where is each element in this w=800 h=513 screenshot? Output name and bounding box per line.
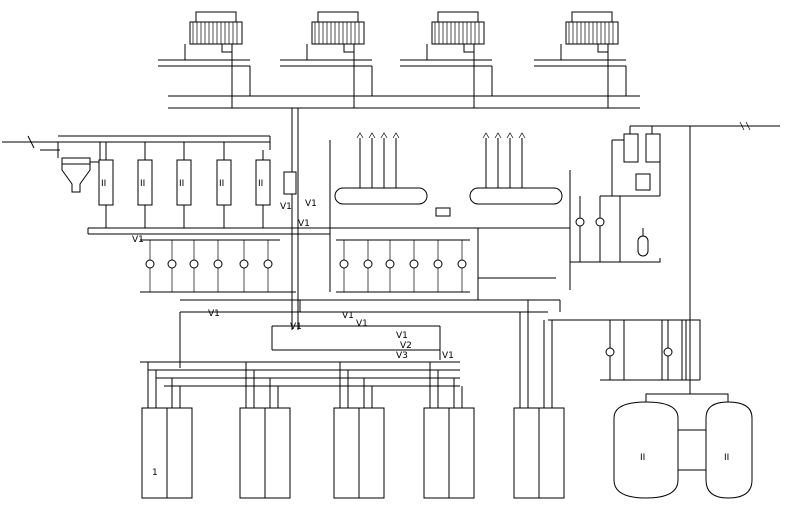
filter-inlet-header (58, 135, 271, 150)
tank-number: 1 (152, 468, 158, 478)
intercooler-group (600, 121, 780, 290)
valve-label-v1: V1 (396, 331, 408, 341)
valve-label-v2: V2 (400, 341, 412, 351)
filter-unit: II (98, 142, 114, 228)
separator-label: II (640, 453, 645, 463)
filter-unit: II (137, 142, 153, 228)
receiver-right (469, 132, 563, 205)
condenser-row (158, 11, 627, 96)
storage-tank-pair (333, 362, 385, 499)
hot-gas-riser (291, 108, 299, 330)
filter-label: II (258, 179, 263, 189)
receiver-bypass (477, 228, 556, 300)
filter-unit: II (216, 142, 232, 228)
condenser-unit (280, 11, 373, 96)
filter-label: II (140, 179, 145, 189)
condenser-unit (158, 11, 251, 96)
oil-separator-vessel: II (705, 401, 753, 499)
storage-tank-bank: 1 (141, 300, 565, 499)
pump-group-right-top (570, 196, 661, 263)
valve-label-v1: V1 (442, 351, 454, 361)
pump-group-right (600, 319, 700, 381)
vessel-piping (548, 290, 729, 471)
valve-label-v1: V1 (356, 319, 368, 329)
filter-bank: II II II II II (98, 142, 271, 228)
filter-unit: II (176, 142, 192, 228)
valve-label-v1: V1 (132, 235, 144, 245)
valve-label-v1: V1 (208, 309, 220, 319)
inlet-line (2, 135, 60, 158)
storage-tank-pair (513, 300, 565, 499)
filter-label: II (101, 179, 106, 189)
valve-label-v1: V1 (342, 311, 354, 321)
storage-tank-pair: 1 (141, 362, 193, 499)
storage-tank-pair (239, 362, 291, 499)
valve-label-v1: V1 (305, 199, 317, 209)
separator-label: II (724, 453, 729, 463)
oil-separator-small (283, 171, 297, 195)
pump-group-left: V1 (132, 235, 296, 293)
pressure-relief-valve (435, 207, 451, 217)
valve-label-v1: V1 (298, 219, 310, 229)
filter-label: II (219, 179, 224, 189)
receiver-left (334, 132, 428, 205)
condenser-unit (400, 11, 493, 96)
condenser-unit (534, 11, 627, 96)
storage-tank-pair (423, 362, 475, 499)
condenser-header (168, 95, 640, 109)
filter-label: II (179, 179, 184, 189)
valve-label-v1: V1 (280, 202, 292, 212)
distribution-header: V1 V1 V1 V1 V1 V2 V3 V1 (140, 299, 561, 387)
oil-separator-vessel: II (613, 401, 679, 499)
receiver-header (329, 140, 571, 292)
filter-outlet-header (87, 227, 330, 235)
valve-label-v3: V3 (396, 351, 408, 361)
cyclone-separator (61, 142, 101, 193)
valve-label-v1: V1 (290, 322, 302, 332)
pump-group-center (336, 239, 470, 293)
filter-unit: II (255, 150, 271, 228)
